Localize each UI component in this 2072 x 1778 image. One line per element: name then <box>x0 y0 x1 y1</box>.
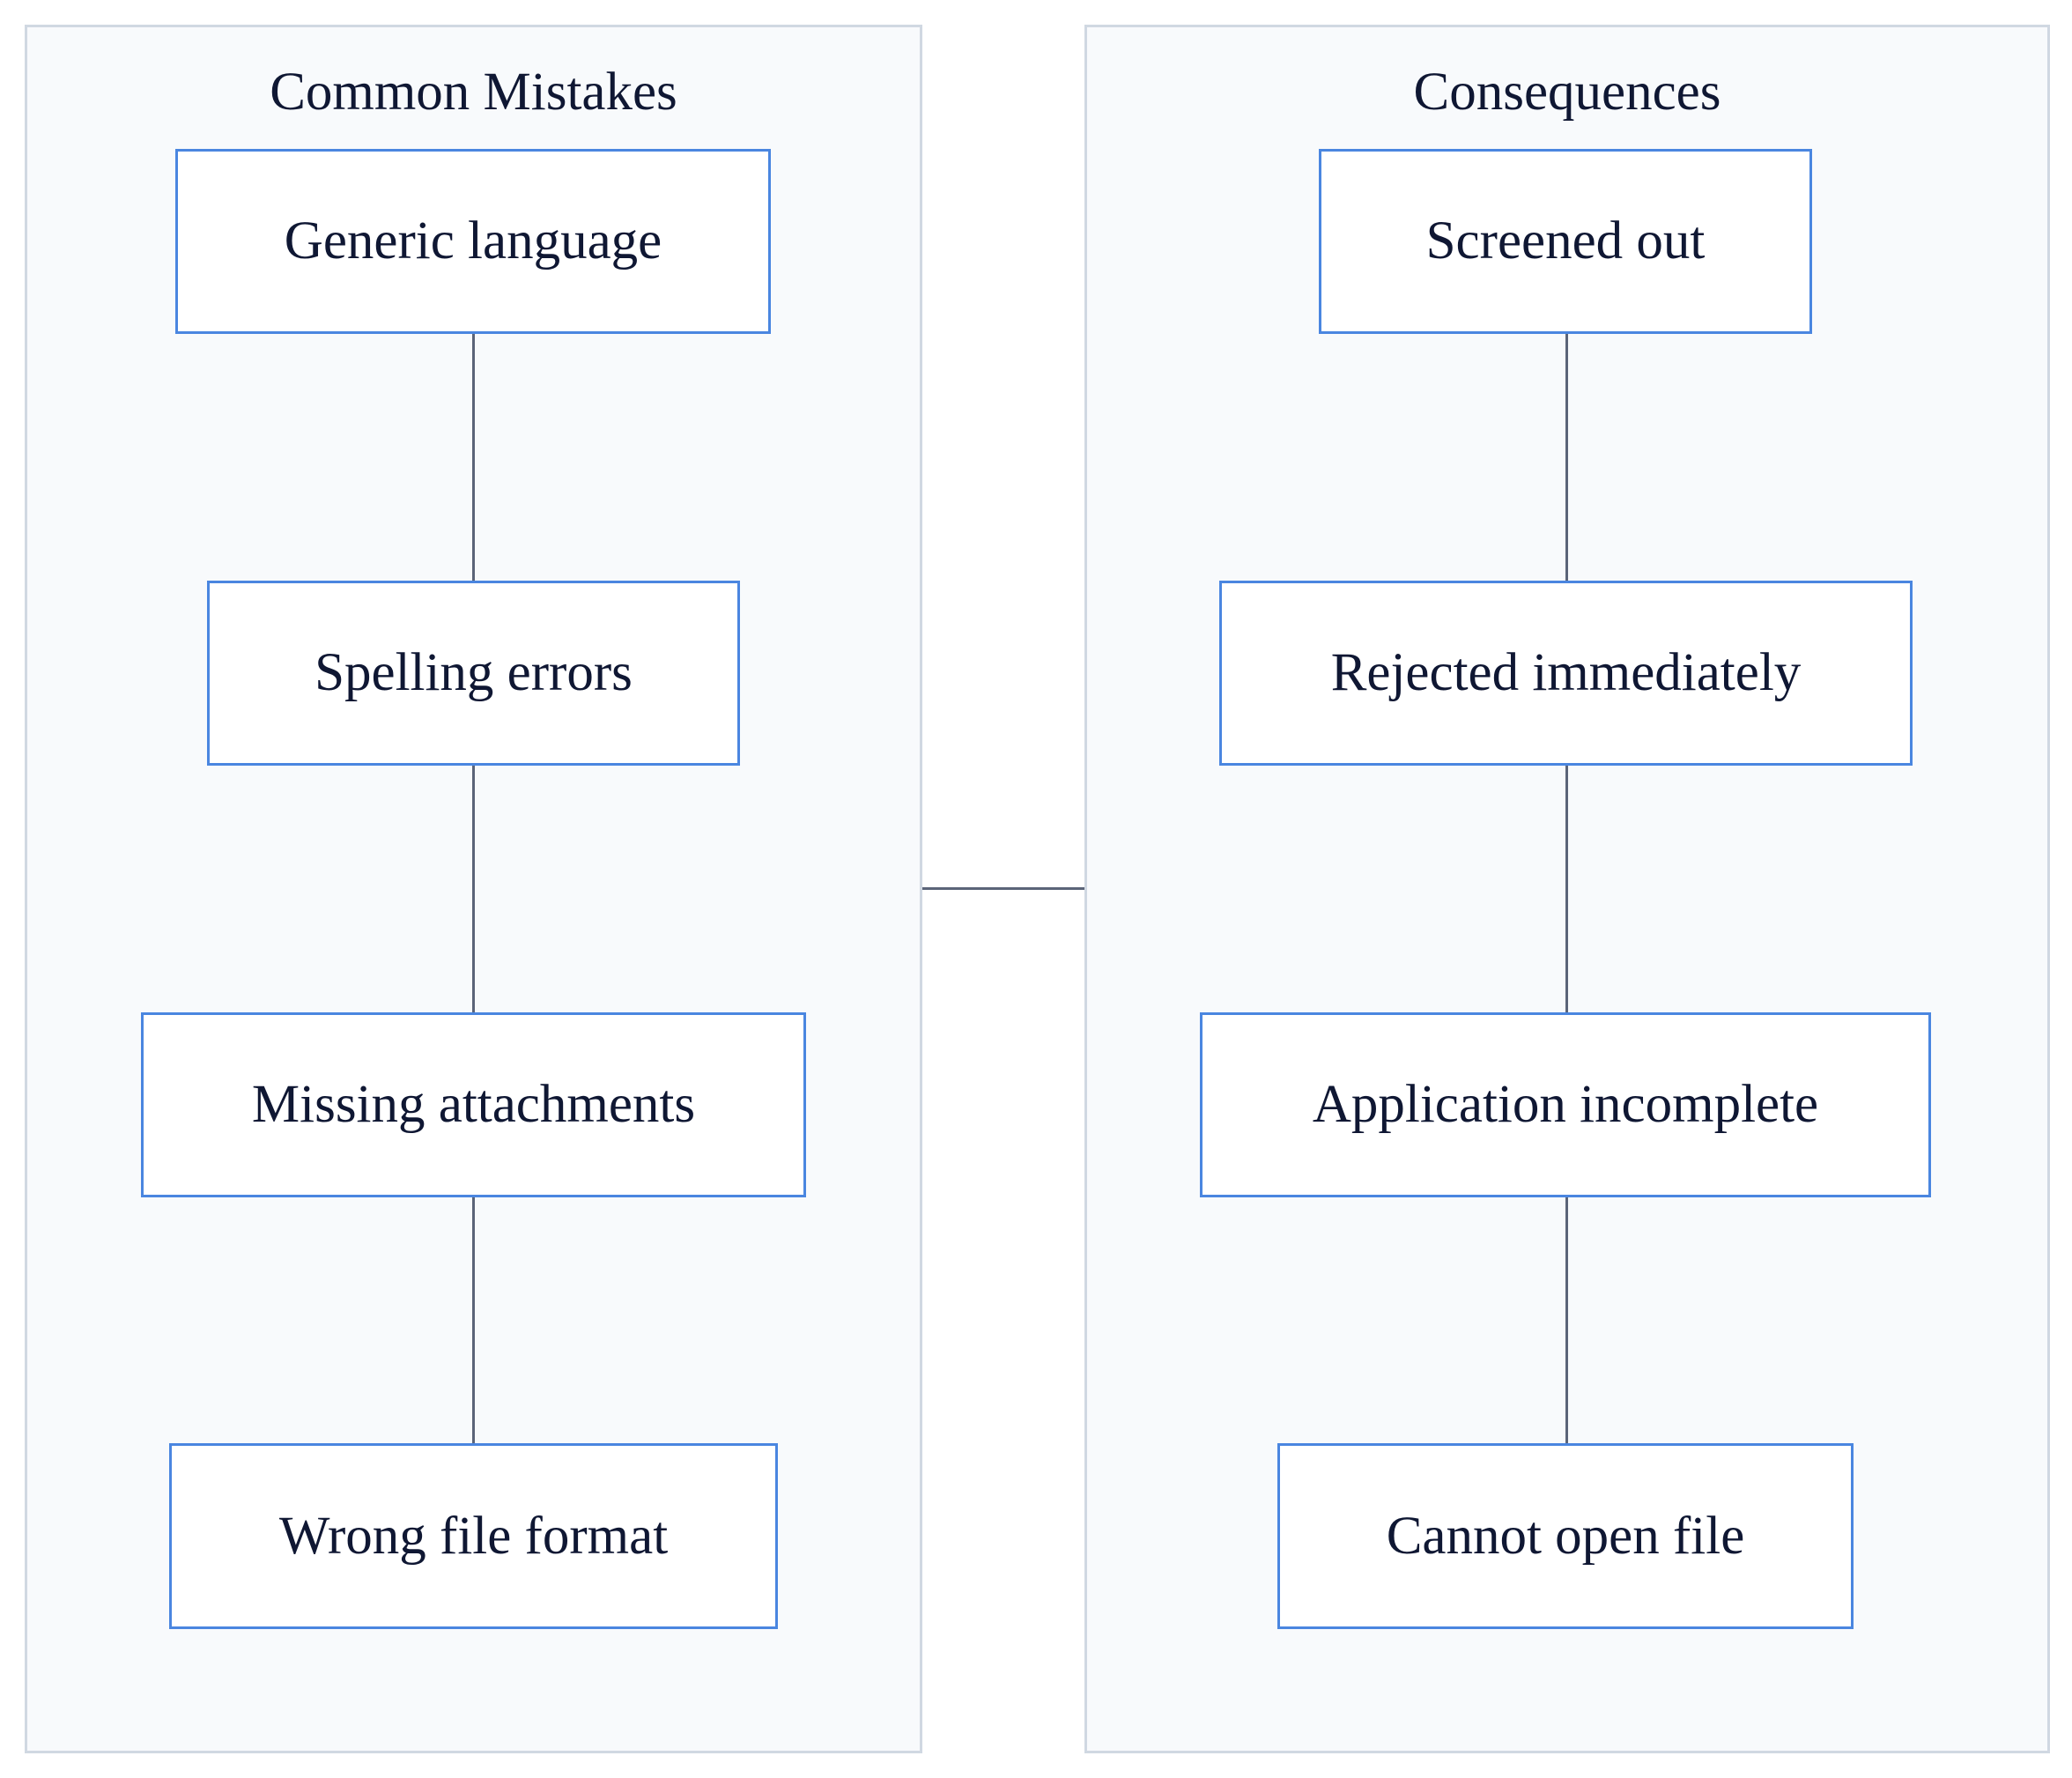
node-spelling-errors: Spelling errors <box>207 581 740 766</box>
edge-missing-to-wrong <box>472 1197 475 1445</box>
edge-mistakes-to-consequences <box>922 887 1084 890</box>
edge-rejected-to-incomplete <box>1565 766 1568 1014</box>
node-label: Generic language <box>284 211 662 270</box>
edge-screened-to-rejected <box>1565 334 1568 582</box>
node-label: Cannot open file <box>1386 1506 1745 1566</box>
node-label: Spelling errors <box>314 643 633 702</box>
node-rejected-immediately: Rejected immediately <box>1219 581 1913 766</box>
node-label: Application incomplete <box>1312 1075 1819 1134</box>
node-label: Rejected immediately <box>1330 643 1802 702</box>
group-title-consequences: Consequences <box>1413 63 1721 122</box>
node-label: Missing attachments <box>251 1075 696 1134</box>
edge-incomplete-to-cannot-open <box>1565 1197 1568 1445</box>
node-generic-language: Generic language <box>175 149 771 334</box>
node-missing-attachments: Missing attachments <box>141 1012 806 1197</box>
node-screened-out: Screened out <box>1319 149 1812 334</box>
node-cannot-open-file: Cannot open file <box>1277 1443 1854 1629</box>
edge-generic-to-spelling <box>472 334 475 582</box>
node-label: Screened out <box>1425 211 1706 270</box>
node-label: Wrong file format <box>278 1506 669 1566</box>
node-application-incomplete: Application incomplete <box>1200 1012 1931 1197</box>
node-wrong-file-format: Wrong file format <box>169 1443 778 1629</box>
group-title-common-mistakes: Common Mistakes <box>270 63 677 122</box>
edge-spelling-to-missing <box>472 766 475 1014</box>
